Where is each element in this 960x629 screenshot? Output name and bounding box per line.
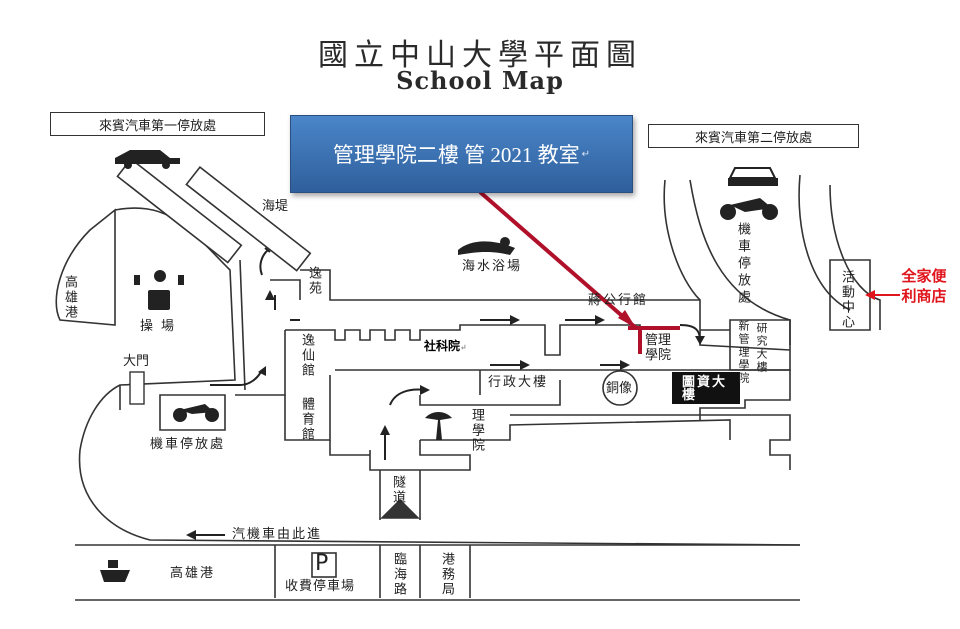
route-line <box>478 190 680 354</box>
beach-label: 海水浴場 <box>462 259 523 274</box>
kaohsiung-port-left-label: 高雄港 <box>62 275 77 320</box>
map-subtitle: School Map <box>396 66 564 95</box>
admin-label: 行政大樓 <box>488 375 549 390</box>
paid-parking-p: P <box>315 551 329 576</box>
arrow-heads <box>186 290 705 540</box>
outline-left <box>55 208 116 326</box>
family-mart-label: 全家便利商店 <box>901 267 947 305</box>
parking1-label: 來賓汽車第一停放處 <box>50 112 265 136</box>
icons <box>100 150 778 582</box>
seawall-bars <box>116 157 312 272</box>
port-bureau-label: 港務局 <box>439 552 454 597</box>
playground-label: 操場 <box>140 319 183 334</box>
yiyuan-label: 逸苑 <box>306 266 321 296</box>
statue-label: 銅像 <box>606 381 633 396</box>
seawall-label: 海堤 <box>262 199 289 214</box>
car-entry-label: 汽機車由此進 <box>232 527 323 542</box>
kaohsiung-port-bottom-label: 高雄港 <box>170 566 216 581</box>
activity-label: 活動中心 <box>839 270 854 330</box>
statue-circle <box>602 370 638 406</box>
parking2-label: 來賓汽車第二停放處 <box>648 124 859 148</box>
family-mart-arrow <box>865 290 900 300</box>
map-title: 國立中山大學平面圖 <box>318 38 642 73</box>
new-mgmt-label: 新管理學院 <box>737 320 750 385</box>
callout-mark: ↵ <box>581 148 591 160</box>
yixian-label: 逸仙館 <box>299 333 314 378</box>
welfare-label: 社科院↵ <box>424 339 467 353</box>
management-label: 管理學院 <box>645 333 672 363</box>
science-label: 理學院 <box>469 408 484 453</box>
callout-text: 管理學院二樓 管 2021 教室 <box>332 143 580 167</box>
linhai-label: 臨海路 <box>391 552 406 597</box>
main-gate-label: 大門 <box>123 354 150 369</box>
jiang-label: 蔣公行館 <box>588 293 649 308</box>
classroom-callout: 管理學院二樓 管 2021 教室↵ <box>290 115 633 193</box>
gym-label: 體育館 <box>299 397 314 442</box>
moto-parking-right-label: 機車停放處 <box>735 222 750 307</box>
tunnel-label: 隧道 <box>390 475 405 505</box>
moto-parking-left-label: 機車停放處 <box>150 437 226 452</box>
library-block <box>672 372 740 404</box>
research-label: 研究大樓 <box>755 322 768 374</box>
paid-parking-label: 收費停車場 <box>285 579 356 594</box>
library-label: 圖資大樓 <box>682 375 728 403</box>
